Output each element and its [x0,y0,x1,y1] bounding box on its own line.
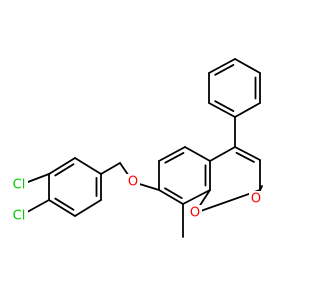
bond-p1-p2 [208,102,236,118]
double-bond-a2-a3 [54,163,75,177]
atom-label-cl-3: Cl [13,178,26,193]
bond-b3-b4 [234,146,261,161]
molecule-structure: O O O Cl Cl [10,58,263,238]
bond-a1-bCH2 [100,162,121,175]
atom-label-o-ether: O [128,175,138,190]
bond-p3-p4 [208,58,236,74]
double-bond-b8-b7 [164,187,183,200]
bond-p4-p5 [234,58,261,74]
bond-b4-b4a [209,146,236,162]
atom-label-o-carbonyl: O [251,192,261,207]
atom-o-ether: O [126,174,140,190]
double-bond-p3-p4 [214,64,235,76]
bond-b5-b4a [184,146,211,162]
bond-p6-p1 [234,102,261,118]
double-bond-a4-a5 [54,197,75,211]
bond-a2-a3 [48,157,76,175]
atom-label-cl-4: Cl [13,209,26,224]
bond-b6-b5 [158,146,186,162]
bond-a5-a6 [74,199,102,217]
atom-label-o-ring: O [190,206,200,221]
atom-cl-3: Cl [10,177,28,193]
double-bond-b6-b5 [164,152,185,164]
bond-b8a-b8 [182,189,211,205]
double-bond-b3-b4 [235,151,255,163]
bond-a4-a5 [48,199,76,217]
bond-a1-a2 [74,157,102,175]
bond-b8-b7 [158,189,184,205]
atom-cl-4: Cl [10,208,28,224]
atom-label-layer: O O O Cl Cl [10,174,263,224]
bond-layer [19,58,263,238]
double-bond-p1-p2 [214,100,235,112]
atom-o-ring: O [188,205,202,221]
atom-o-carbonyl: O [249,191,263,207]
